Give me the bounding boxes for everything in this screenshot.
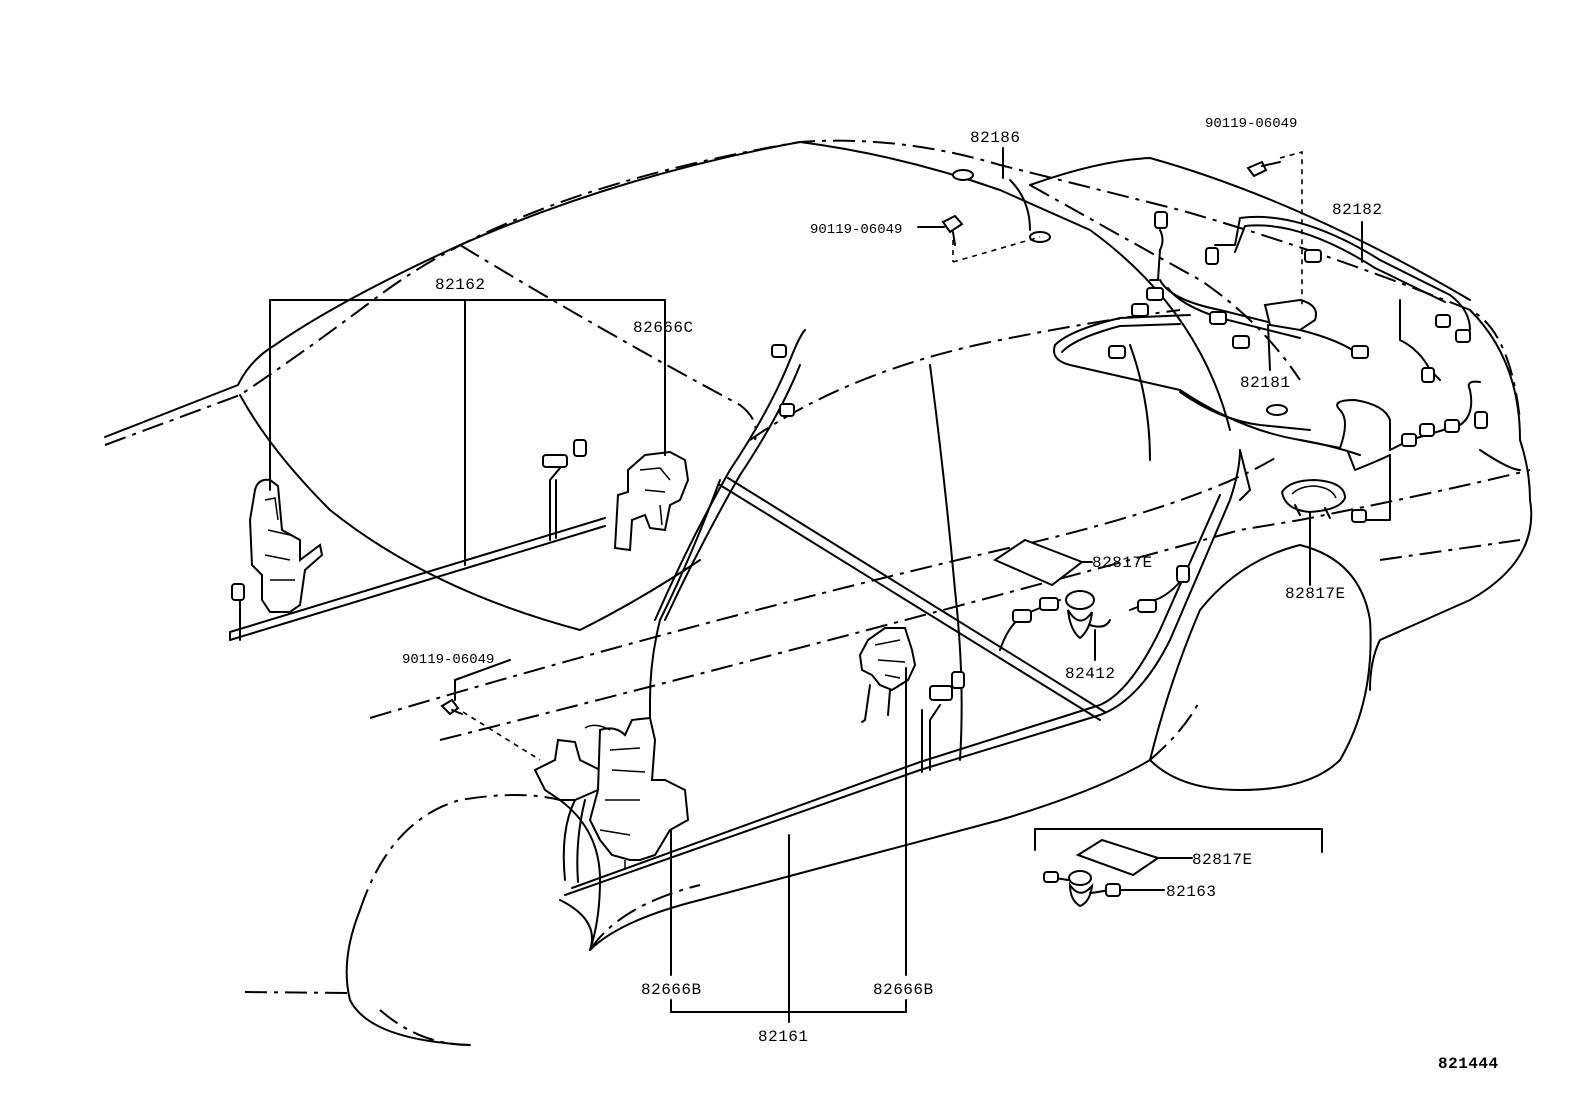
floor-wire-harness	[564, 449, 1251, 896]
label-82163: 82163	[1166, 883, 1217, 901]
label-90119-roof: 90119-06049	[810, 222, 902, 238]
label-82412: 82412	[1065, 665, 1116, 683]
center-clamp-b	[858, 627, 917, 723]
label-82181: 82181	[1240, 374, 1291, 392]
label-82666C: 82666C	[633, 319, 694, 337]
door-latch-clamp-c	[613, 450, 690, 552]
label-82162: 82162	[435, 276, 486, 294]
headliner-harness	[952, 169, 1051, 243]
car-body-outline	[104, 139, 1533, 1046]
grommet-center	[1065, 590, 1111, 640]
label-90119-front: 90119-06049	[402, 652, 494, 668]
label-82186: 82186	[970, 129, 1021, 147]
label-82817E-rear: 82817E	[1285, 585, 1346, 603]
bolt-roof-icon	[941, 214, 964, 246]
bolt-top-right-icon	[1246, 160, 1281, 178]
pad-center	[992, 538, 1085, 587]
leader-lines	[269, 147, 1363, 1023]
callout-labels: 82186 90119-06049 90119-06049 82182 8218…	[402, 116, 1499, 1073]
label-82666B-left: 82666B	[641, 981, 702, 999]
label-82817E-center: 82817E	[1092, 554, 1153, 572]
front-door-clamp-assembly	[248, 478, 324, 613]
inset-box	[1034, 828, 1323, 908]
rear-grommet	[1280, 478, 1347, 519]
a-pillar-harness	[654, 329, 1106, 721]
front-door-wire-harness	[229, 439, 606, 641]
figure-id: 821444	[1438, 1055, 1499, 1073]
rear-harness	[1053, 211, 1488, 523]
front-lower-clamp-assembly	[533, 716, 690, 883]
label-82666B-right: 82666B	[873, 981, 934, 999]
label-82817E-inset: 82817E	[1192, 851, 1253, 869]
label-82161: 82161	[758, 1028, 809, 1046]
label-90119-top-right: 90119-06049	[1205, 116, 1297, 132]
label-82182: 82182	[1332, 201, 1383, 219]
bolt-front-icon	[440, 698, 463, 716]
